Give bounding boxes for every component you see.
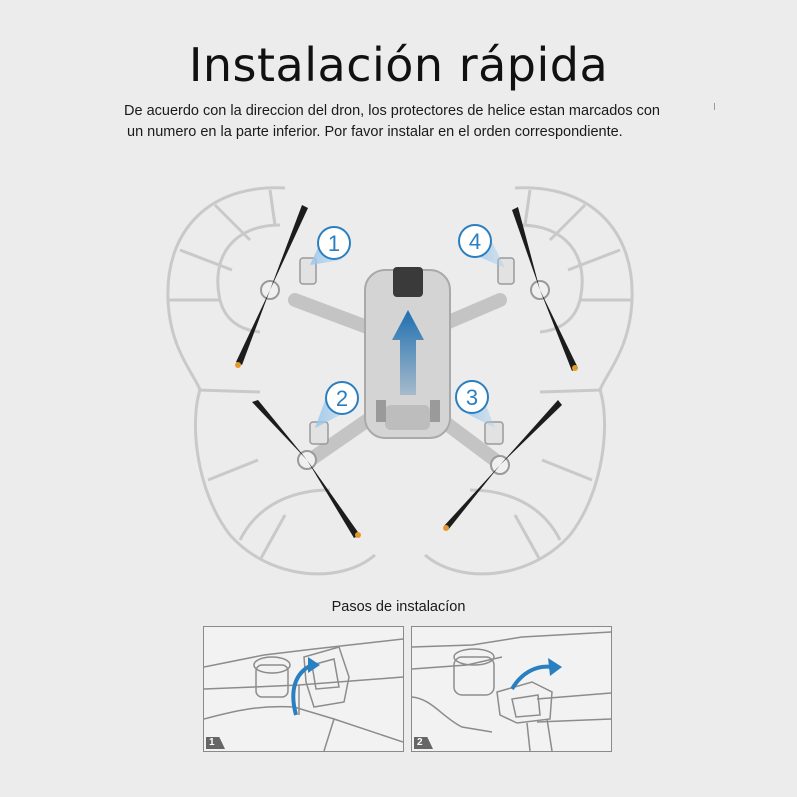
propeller-rear-right [443,400,562,531]
left-propeller-guard [166,186,376,576]
marker-2-label: 2 [336,386,348,411]
guard-clips [299,257,515,445]
marker-2: 2 [315,381,359,428]
rotate-over-arrow-icon [510,664,553,691]
steps-label: Pasos de instalacíon [331,599,466,615]
marker-1: 1 [310,226,351,265]
decorative-tick [714,103,715,110]
marker-1-label: 1 [328,231,340,256]
step-panel-2: 2 [411,626,612,752]
marker-4: 4 [458,224,505,268]
drone-diagram: 1 4 2 3 [166,186,634,576]
step-panel-1: 1 [203,626,404,752]
propeller-rear-left [252,400,361,538]
propeller-front-left [235,205,308,368]
marker-4-label: 4 [469,229,481,254]
step-2-number: 2 [414,737,433,749]
step-2-illustration [412,631,611,751]
marker-3: 3 [455,380,495,428]
propeller-front-right [512,207,578,371]
marker-3-label: 3 [466,385,478,410]
description: De acuerdo con la direccion del dron, lo… [124,101,684,143]
step-1-illustration [204,638,403,751]
step-1-number: 1 [206,737,225,749]
description-line-1: De acuerdo con la direccion del dron, lo… [124,103,660,119]
right-propeller-guard [424,186,634,576]
description-line-2: un numero en la parte inferior. Por favo… [127,124,623,140]
page-title: Instalación rápida [188,38,609,92]
direction-arrow-icon [392,310,424,395]
